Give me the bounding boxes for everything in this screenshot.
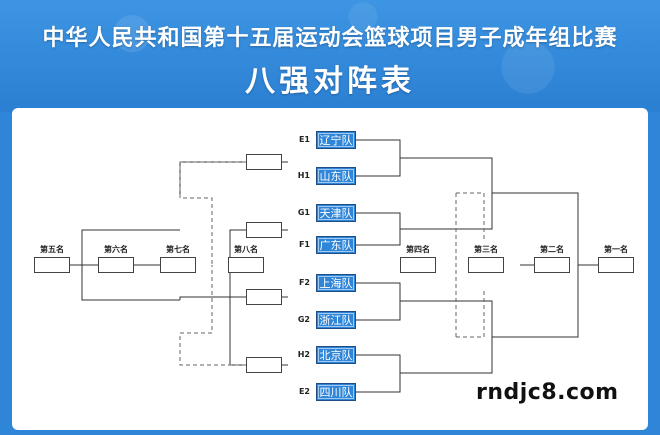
place-label-second: 第二名 bbox=[540, 245, 564, 254]
seed-label: G2 bbox=[297, 315, 310, 324]
bracket-slot bbox=[246, 154, 282, 170]
page-title: 中华人民共和国第十五届运动会篮球项目男子成年组比赛 bbox=[42, 26, 618, 51]
bracket-slot bbox=[246, 357, 282, 373]
place-slot-fifth bbox=[34, 257, 70, 273]
place-label-third: 第三名 bbox=[474, 245, 498, 254]
bracket-slot bbox=[246, 222, 282, 238]
place-slot-third bbox=[468, 257, 504, 273]
place-slot-second bbox=[534, 257, 570, 273]
header-banner bbox=[0, 0, 660, 112]
place-label-eighth: 第八名 bbox=[234, 245, 258, 254]
place-label-fourth: 第四名 bbox=[406, 245, 430, 254]
team-box: 山东队 bbox=[316, 167, 356, 185]
place-slot-fourth bbox=[400, 257, 436, 273]
seed-label: E1 bbox=[298, 135, 310, 144]
place-label-sixth: 第六名 bbox=[104, 245, 128, 254]
seed-label: E2 bbox=[298, 387, 310, 396]
place-label-first: 第一名 bbox=[604, 245, 628, 254]
place-slot-eighth bbox=[228, 257, 264, 273]
team-box: 浙江队 bbox=[316, 311, 356, 329]
seed-label: F2 bbox=[298, 278, 310, 287]
team-box: 广东队 bbox=[316, 236, 356, 254]
place-slot-first bbox=[598, 257, 634, 273]
bracket-slot bbox=[246, 289, 282, 305]
team-box: 北京队 bbox=[316, 346, 356, 364]
seed-label: H2 bbox=[297, 350, 310, 359]
place-label-fifth: 第五名 bbox=[40, 245, 64, 254]
place-slot-sixth bbox=[98, 257, 134, 273]
seed-label: G1 bbox=[297, 208, 310, 217]
team-box: 上海队 bbox=[316, 274, 356, 292]
team-box: 辽宁队 bbox=[316, 131, 356, 149]
team-box: 天津队 bbox=[316, 204, 356, 222]
seed-label: H1 bbox=[297, 171, 310, 180]
seed-label: F1 bbox=[298, 240, 310, 249]
watermark-text: rndjc8.com bbox=[472, 380, 623, 405]
place-slot-seventh bbox=[160, 257, 196, 273]
team-box: 四川队 bbox=[316, 383, 356, 401]
page-subtitle: 八强对阵表 bbox=[245, 64, 415, 99]
place-label-seventh: 第七名 bbox=[166, 245, 190, 254]
